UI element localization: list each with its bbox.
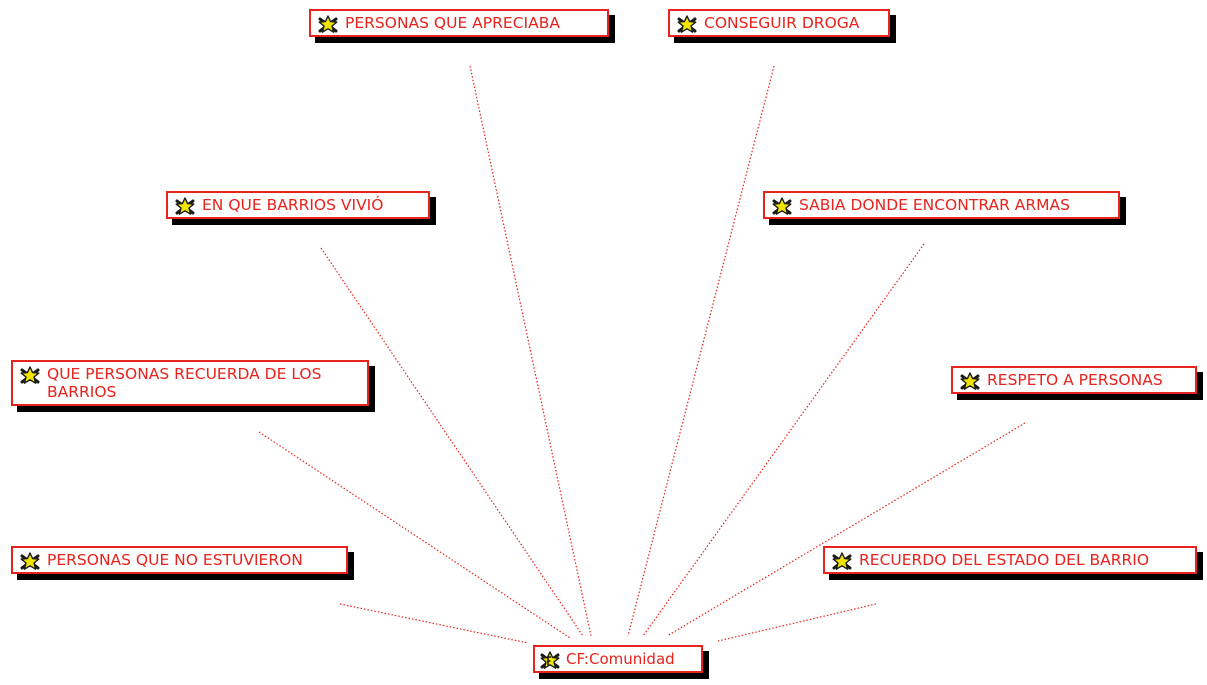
code-icon bbox=[675, 13, 699, 37]
code-label: PERSONAS QUE NO ESTUVIERON bbox=[47, 551, 303, 569]
code-label: PERSONAS QUE APRECIABA bbox=[345, 14, 560, 32]
code-label: QUE PERSONAS RECUERDA DE LOS BARRIOS bbox=[47, 365, 322, 401]
code-node-personas-que-no-estuvieron[interactable]: PERSONAS QUE NO ESTUVIERON bbox=[11, 546, 348, 574]
code-node-recuerdo-del-estado-del-barrio[interactable]: RECUERDO DEL ESTADO DEL BARRIO bbox=[823, 546, 1197, 574]
code-icon bbox=[173, 195, 197, 219]
link-line-recuerdo-del-estado-del-barrio bbox=[717, 603, 877, 642]
link-line-sabia-donde-encontrar-armas bbox=[642, 243, 925, 637]
code-node-personas-que-apreciaba[interactable]: PERSONAS QUE APRECIABA bbox=[309, 9, 609, 37]
code-label: RESPETO A PERSONAS bbox=[987, 371, 1163, 389]
link-line-que-personas-recuerda bbox=[258, 431, 571, 639]
code-node-respeto-a-personas[interactable]: RESPETO A PERSONAS bbox=[951, 366, 1197, 394]
code-icon bbox=[830, 550, 854, 574]
family-node-comunidad[interactable]: CF:Comunidad bbox=[533, 645, 703, 673]
code-icon bbox=[958, 370, 982, 394]
family-code-icon bbox=[538, 649, 562, 673]
code-node-en-que-barrios-vivio[interactable]: EN QUE BARRIOS VIVIÓ bbox=[166, 191, 430, 219]
code-label: CONSEGUIR DROGA bbox=[704, 14, 860, 32]
code-icon bbox=[18, 550, 42, 574]
family-label: CF:Comunidad bbox=[566, 650, 675, 668]
code-node-que-personas-recuerda[interactable]: QUE PERSONAS RECUERDA DE LOS BARRIOS bbox=[11, 360, 369, 406]
link-line-conseguir-droga bbox=[627, 65, 775, 637]
code-label: SABIA DONDE ENCONTRAR ARMAS bbox=[799, 196, 1070, 214]
link-line-respeto-a-personas bbox=[666, 422, 1026, 637]
code-icon bbox=[770, 195, 794, 219]
code-icon bbox=[18, 364, 42, 388]
code-label: RECUERDO DEL ESTADO DEL BARRIO bbox=[859, 551, 1150, 569]
code-label: EN QUE BARRIOS VIVIÓ bbox=[202, 196, 384, 214]
link-line-personas-que-no-estuvieron bbox=[339, 603, 529, 644]
code-node-sabia-donde-encontrar-armas[interactable]: SABIA DONDE ENCONTRAR ARMAS bbox=[763, 191, 1120, 219]
link-line-personas-que-apreciaba bbox=[469, 65, 592, 637]
link-line-en-que-barrios-vivio bbox=[320, 247, 584, 637]
code-icon bbox=[316, 13, 340, 37]
code-node-conseguir-droga[interactable]: CONSEGUIR DROGA bbox=[668, 9, 890, 37]
